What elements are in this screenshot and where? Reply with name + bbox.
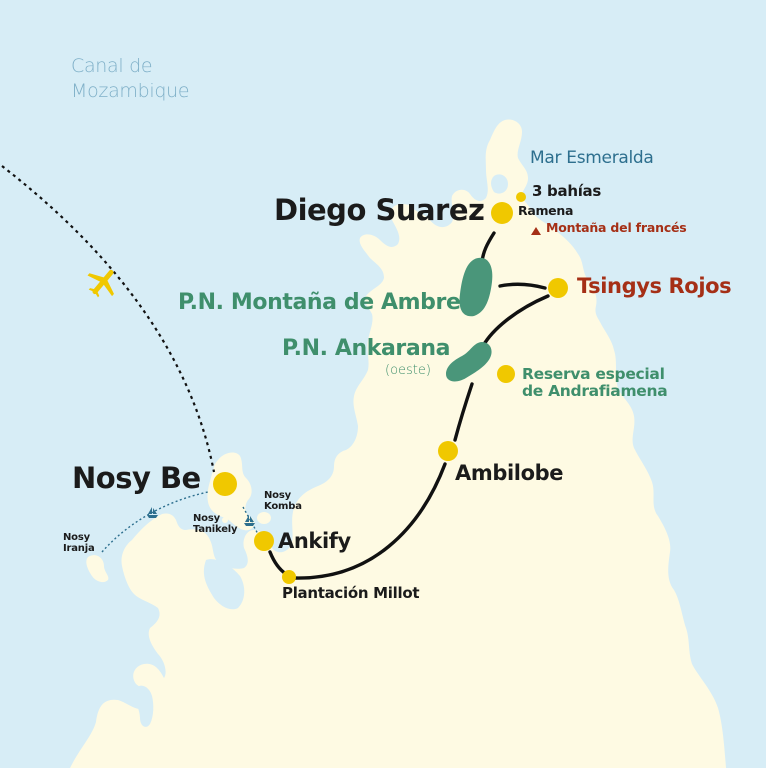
label-ankify: Ankify (278, 529, 351, 553)
mountain-triangle-icon (531, 227, 541, 235)
ankify-bay (252, 435, 285, 515)
label-plantacion-millot: Plantación Millot (282, 584, 420, 602)
label-montana-de-ambre: P.N. Montaña de Ambre (178, 290, 461, 315)
marker-ambilobe (438, 441, 458, 461)
nosy-komba-island (257, 512, 271, 524)
lower-bay-2 (134, 685, 154, 727)
label-nosy-iranja: Nosy Iranja (63, 532, 95, 554)
marker-nosy-be (213, 472, 237, 496)
sea-label-mozambique-channel-line1: Canal de (71, 55, 153, 77)
marker-andrafiamena (497, 365, 515, 383)
label-diego-suarez: Diego Suarez (274, 193, 485, 227)
diego-suarez-bay (410, 193, 442, 221)
label-ambilobe: Ambilobe (455, 461, 564, 485)
stop-markers (213, 192, 568, 584)
ankarana-park (446, 342, 492, 382)
marker-diego-suarez (491, 202, 513, 224)
label-nosy-komba: Nosy Komba (264, 490, 302, 512)
label-nosy-tanikely-line2: Tanikely (193, 523, 238, 535)
driving-route (268, 231, 550, 580)
label-nosy-tanikely: Nosy Tanikely (193, 513, 238, 535)
label-3-bahias: 3 bahías (532, 182, 601, 200)
label-andrafiamena-line2: de Andrafiamena (522, 382, 668, 400)
lower-bay (203, 559, 245, 610)
label-ankarana-note: (oeste) (385, 363, 431, 378)
flight-route (1, 165, 216, 473)
airplane-icon (87, 269, 114, 298)
label-ankarana: P.N. Ankarana (282, 336, 451, 361)
label-nosy-komba-line1: Nosy (264, 490, 291, 501)
label-nosy-komba-line2: Komba (264, 500, 302, 512)
label-tsingys-rojos: Tsingys Rojos (577, 274, 732, 298)
marker-millot (282, 570, 296, 584)
label-nosy-be: Nosy Be (72, 461, 201, 495)
nosy-tanikely-island (222, 517, 228, 523)
label-nosy-iranja-line1: Nosy (63, 532, 90, 543)
label-nosy-tanikely-line1: Nosy (193, 513, 220, 524)
marker-3-bahias (516, 192, 526, 202)
label-andrafiamena-line1: Reserva especial (522, 365, 665, 383)
nosy-iranja-island (86, 555, 109, 583)
sea-label-emerald-sea: Mar Esmeralda (530, 148, 654, 168)
montana-de-ambre-park (459, 257, 493, 317)
label-ramena: Ramena (518, 203, 574, 218)
label-nosy-iranja-line2: Iranja (63, 542, 95, 554)
marker-ankify (254, 531, 274, 551)
label-montana-del-frances: Montaña del francés (546, 220, 687, 235)
sailboat-icon (147, 507, 158, 518)
sailboat-icon (244, 515, 255, 526)
ramena-bay (491, 174, 508, 194)
sea-label-mozambique-channel-line2: Mozambique (71, 80, 190, 102)
marker-tsingys-rojos (548, 278, 568, 298)
